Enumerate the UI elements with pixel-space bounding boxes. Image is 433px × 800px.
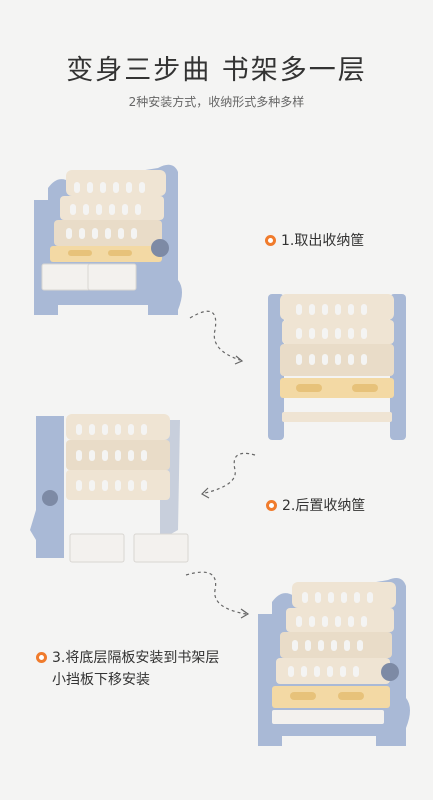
- bullet-icon: [265, 235, 276, 246]
- bookshelf-baskets-rear: [30, 414, 189, 563]
- bullet-icon: [36, 652, 47, 663]
- bookshelf-front-baskets: [34, 164, 182, 315]
- step-1-label: 1.取出收纳筐: [265, 230, 364, 252]
- step-3-text-line1: 3.将底层隔板安装到书架层: [52, 650, 220, 666]
- dashed-arrow-3: [185, 571, 247, 615]
- page-title: 变身三步曲 书架多一层: [66, 55, 367, 86]
- step-2-text: 2.后置收纳筐: [282, 498, 366, 514]
- bullet-icon: [266, 500, 277, 511]
- bookshelf-baskets-removed: [268, 294, 406, 440]
- step-2-label: 2.后置收纳筐: [266, 495, 365, 517]
- dashed-arrow-2: [204, 452, 256, 494]
- page-subtitle: 2种安装方式，收纳形式多种多样: [128, 95, 305, 109]
- bookshelf-final: [258, 578, 410, 746]
- step-3-text-line2: 小挡板下移安装: [52, 672, 150, 688]
- dashed-arrow-1: [189, 310, 241, 361]
- step-3-label: 3.将底层隔板安装到书架层 小挡板下移安装: [36, 647, 219, 691]
- step-1-text: 1.取出收纳筐: [281, 233, 365, 249]
